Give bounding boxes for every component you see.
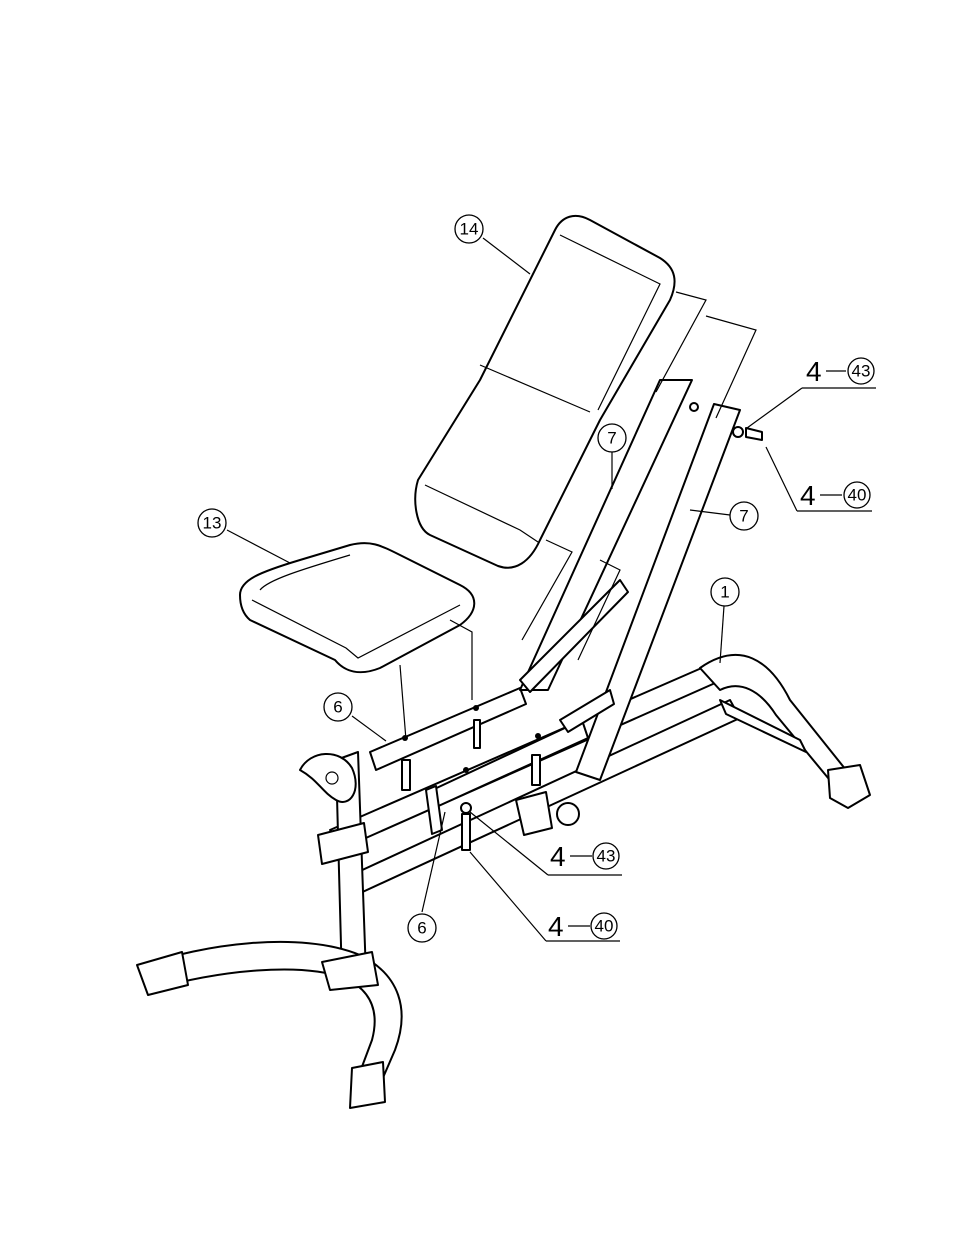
callout-14: 14 [455, 215, 483, 243]
hardware-callout-top-43-prefix: 4 [806, 356, 822, 387]
callout-6-lower-label: 6 [417, 919, 426, 938]
callout-6-lower: 6 [408, 914, 436, 942]
hardware-callout-bottom-40-prefix: 4 [548, 911, 564, 942]
hardware-callout-top-43-num: 43 [852, 362, 871, 381]
callout-7-upper-label: 7 [607, 429, 616, 448]
hardware-callout-bottom-40-num: 40 [595, 917, 614, 936]
callout-7-lower-label: 7 [739, 507, 748, 526]
hardware-callout-top-43: 4 43 [806, 356, 874, 387]
hardware-callout-top-40: 4 40 [800, 480, 870, 511]
callout-13: 13 [198, 509, 226, 537]
callout-14-label: 14 [460, 220, 479, 239]
callout-13-label: 13 [203, 514, 222, 533]
callout-1: 1 [711, 578, 739, 606]
hardware-callout-bottom-43: 4 43 [550, 841, 619, 872]
hardware-callout-top-40-prefix: 4 [800, 480, 816, 511]
callout-6-upper: 6 [324, 693, 352, 721]
callout-7-upper: 7 [598, 424, 626, 452]
seat-pad [240, 543, 474, 672]
hardware-callout-bottom-43-num: 43 [597, 847, 616, 866]
hardware-callout-bottom-43-prefix: 4 [550, 841, 566, 872]
base-frame [137, 655, 870, 1108]
callout-6-upper-label: 6 [333, 698, 342, 717]
callout-1-label: 1 [720, 583, 729, 602]
hardware-callout-bottom-40: 4 40 [548, 911, 617, 942]
callout-7-lower: 7 [730, 502, 758, 530]
backrest-pad [415, 216, 674, 568]
hardware-callout-top-40-num: 40 [848, 486, 867, 505]
